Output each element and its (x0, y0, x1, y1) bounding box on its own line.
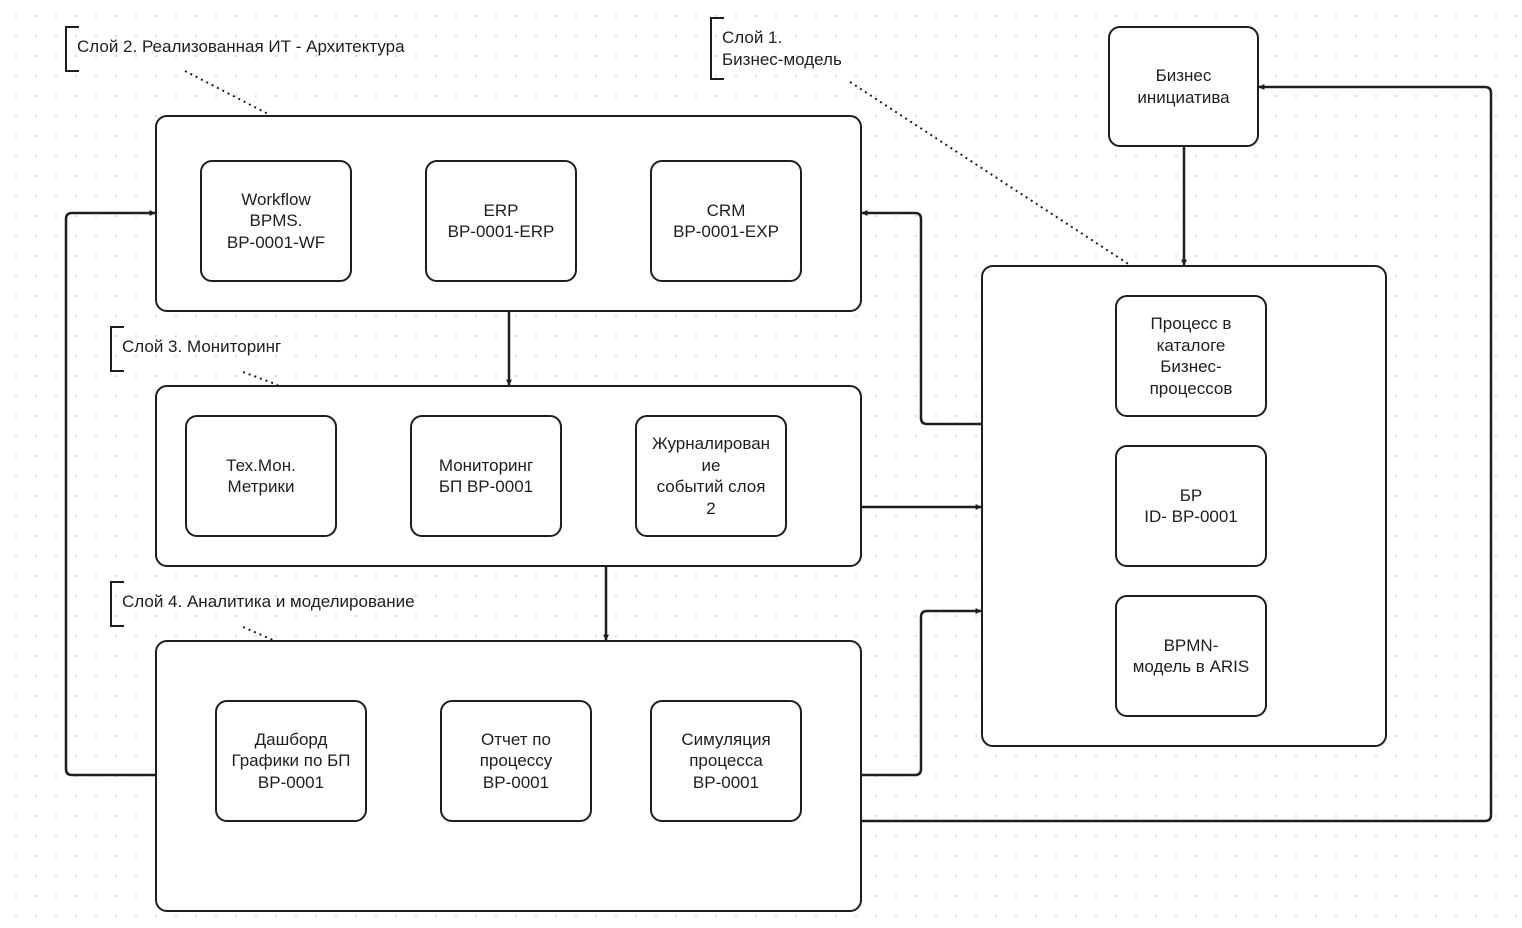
leader-layer4 (242, 626, 274, 641)
label-layer4: Слой 4. Аналитика и моделирование (122, 592, 415, 611)
process-monitoring-node[interactable]: Мониторинг БП BP-0001 (410, 415, 562, 537)
dashboard-label: Дашборд Графики по БП BP-0001 (231, 729, 351, 792)
process-simulation-node[interactable]: Симуляция процесса BP-0001 (650, 700, 802, 822)
crm-node[interactable]: CRM BP-0001-EXP (650, 160, 802, 282)
bracket-layer3 (110, 326, 124, 372)
label-layer2: Слой 2. Реализованная ИТ - Архитектура (77, 37, 405, 56)
arrow-layer4-to-layer1 (862, 608, 982, 777)
bracket-layer2 (65, 26, 79, 72)
business-initiative-label: Бизнес инициатива (1137, 66, 1230, 107)
erp-label: ERP BP-0001-ERP (447, 200, 555, 242)
label-layer3: Слой 3. Мониторинг (122, 337, 282, 356)
workflow-label: Workflow BPMS. BP-0001-WF (226, 189, 326, 252)
leader-layer1 (849, 81, 1131, 266)
event-logging-label: Журналирован ие событий слоя 2 (651, 434, 771, 518)
process-report-label: Отчет по процессу BP-0001 (479, 729, 553, 792)
event-logging-node[interactable]: Журналирован ие событий слоя 2 (635, 415, 787, 537)
leader-layer3 (242, 371, 279, 386)
bp-id-label: БР ID- BP-0001 (1144, 485, 1238, 527)
process-report-node[interactable]: Отчет по процессу BP-0001 (440, 700, 592, 822)
catalog-process-label: Процесс в каталоге Бизнес- процессов (1149, 314, 1233, 398)
leader-layer2 (184, 70, 271, 116)
arrow-layer1-to-layer2 (861, 210, 981, 426)
workflow-node[interactable]: Workflow BPMS. BP-0001-WF (200, 160, 352, 282)
process-monitoring-label: Мониторинг БП BP-0001 (438, 455, 534, 497)
business-initiative-node[interactable]: Бизнес инициатива (1108, 26, 1259, 147)
bracket-layer1 (710, 17, 724, 80)
bpmn-model-label: BPMN- модель в ARIS (1132, 635, 1250, 677)
erp-node[interactable]: ERP BP-0001-ERP (425, 160, 577, 282)
arrow-layer4-to-layer2 (64, 210, 156, 777)
crm-label: CRM BP-0001-EXP (673, 200, 779, 242)
bracket-layer4 (110, 581, 124, 627)
catalog-process-node[interactable]: Процесс в каталоге Бизнес- процессов (1115, 295, 1267, 417)
tech-monitoring-node[interactable]: Тех.Мон. Метрики (185, 415, 337, 537)
process-simulation-label: Симуляция процесса BP-0001 (681, 729, 771, 792)
bpmn-model-node[interactable]: BPMN- модель в ARIS (1115, 595, 1267, 717)
tech-monitoring-label: Тех.Мон. Метрики (226, 455, 296, 497)
dashboard-node[interactable]: Дашборд Графики по БП BP-0001 (215, 700, 367, 822)
bp-id-node[interactable]: БР ID- BP-0001 (1115, 445, 1267, 567)
label-layer1: Слой 1. Бизнес-модель (722, 28, 842, 69)
